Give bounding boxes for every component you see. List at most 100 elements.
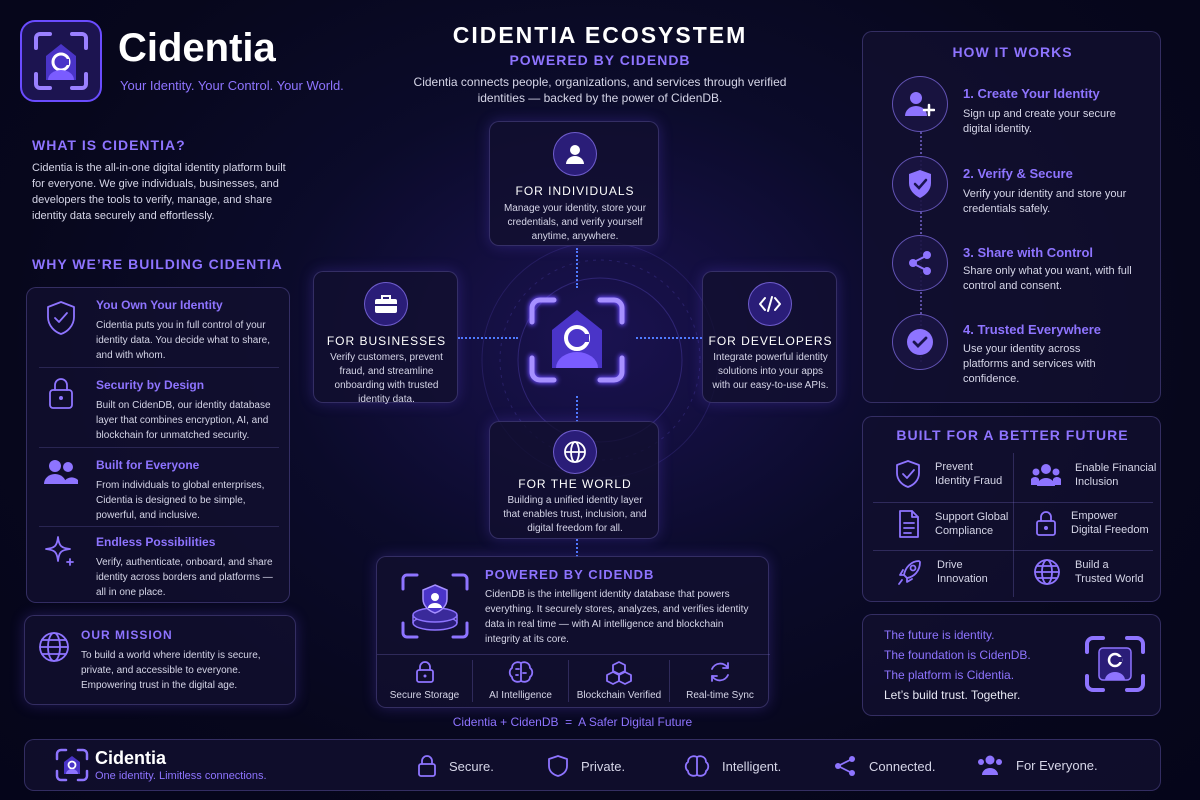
why-item-text: From individuals to global enterprises, …	[96, 480, 265, 521]
future-title: BUILT FOR A BETTER FUTURE	[896, 427, 1129, 443]
divider	[39, 447, 279, 448]
shield-check-icon	[45, 300, 77, 336]
businesses-title: FOR BUSINESSES	[326, 334, 447, 348]
world-card: FOR THE WORLD Building a unified identit…	[489, 421, 659, 539]
feature-secure-storage: Secure Storage	[377, 660, 472, 701]
feature-blockchain-verified: Blockchain Verified	[569, 660, 669, 701]
why-item-title: You Own Your Identity	[96, 298, 223, 312]
individuals-text: Manage your identity, store your credent…	[503, 203, 647, 242]
divider	[873, 550, 1153, 551]
shield-check-icon	[892, 156, 948, 212]
share-icon	[833, 754, 857, 778]
step-text: Verify your identity and store your cred…	[963, 188, 1127, 215]
connector-bottom	[576, 396, 578, 422]
developers-text: Integrate powerful identity solutions in…	[712, 352, 829, 391]
closing-line2: The foundation is CidenDB.	[884, 648, 1031, 662]
feature-realtime-sync: Real-time Sync	[670, 660, 770, 701]
footer-item-intelligent: Intelligent.	[684, 754, 781, 778]
divider	[39, 526, 279, 527]
why-card: You Own Your Identity Cidentia puts you …	[26, 287, 290, 603]
future-line1: Prevent	[935, 461, 973, 473]
lock-icon	[1035, 509, 1057, 537]
globe-icon	[37, 630, 71, 664]
brand-tagline: Your Identity. Your Control. Your World.	[120, 78, 344, 93]
document-icon	[897, 509, 921, 539]
cidentia-hub-icon	[528, 296, 626, 384]
brain-icon	[473, 660, 568, 686]
lock-icon	[377, 660, 472, 686]
connector-top	[576, 248, 578, 288]
hub-logo	[522, 288, 632, 392]
step-title: 4. Trusted Everywhere	[963, 322, 1102, 337]
globe-icon	[1033, 558, 1061, 586]
connector-db	[576, 539, 578, 557]
step-text: Use your identity across platforms and s…	[963, 343, 1096, 385]
divider	[1013, 453, 1014, 597]
future-line1: Drive	[937, 559, 963, 571]
user-icon	[553, 132, 597, 176]
feature-label: Secure Storage	[389, 690, 460, 701]
future-line1: Support Global	[935, 511, 1009, 523]
cidentia-logo-icon	[20, 20, 102, 102]
mission-title: OUR MISSION	[81, 628, 173, 642]
closing-line4: Let’s build trust. Together.	[884, 688, 1021, 702]
footer-item-label: Private.	[581, 758, 626, 774]
connector-right	[636, 337, 702, 339]
feature-label: Real-time Sync	[686, 690, 754, 701]
closing-line3: The platform is Cidentia.	[884, 668, 1015, 682]
how-title: HOW IT WORKS	[952, 44, 1073, 60]
why-title: WHY WE’RE BUILDING CIDENTIA	[32, 256, 283, 272]
future-line2: Inclusion	[1075, 476, 1119, 488]
businesses-card: FOR BUSINESSES Verify customers, prevent…	[313, 271, 458, 405]
step-title: 1. Create Your Identity	[963, 86, 1100, 101]
divider	[873, 502, 1153, 503]
cidendb-equation: Cidentia + CidenDB = A Safer Digital Fut…	[452, 715, 693, 729]
divider	[568, 660, 569, 702]
why-item-title: Endless Possibilities	[96, 535, 216, 549]
developers-title: FOR DEVELOPERS	[708, 334, 833, 348]
mission-card: OUR MISSION To build a world where ident…	[24, 615, 296, 705]
briefcase-icon	[364, 282, 408, 326]
why-item-text: Verify, authenticate, onboard, and share…	[96, 557, 273, 598]
future-line1: Build a	[1075, 559, 1109, 571]
step-title: 3. Share with Control	[963, 245, 1094, 260]
footer-logo	[55, 748, 89, 782]
cidendb-text: CidenDB is the intelligent identity data…	[485, 589, 749, 645]
individuals-title: FOR INDIVIDUALS	[515, 184, 635, 198]
how-card: HOW IT WORKS 1. Create Your Identity Sig…	[862, 31, 1161, 403]
footer-item-label: Intelligent.	[722, 758, 782, 774]
footer-bar: Cidentia One identity. Limitless connect…	[24, 739, 1161, 791]
what-is-text: Cidentia is the all-in-one digital ident…	[32, 162, 286, 222]
businesses-text: Verify customers, prevent fraud, and str…	[330, 352, 443, 405]
cidendb-title: POWERED BY CIDENDB	[485, 567, 655, 582]
cubes-icon	[569, 660, 669, 686]
users-icon	[43, 458, 79, 486]
page-description: Cidentia connects people, organizations,…	[413, 75, 787, 105]
what-is-title: WHAT IS CIDENTIA?	[32, 137, 186, 153]
footer-item-connected: Connected.	[833, 754, 936, 778]
lock-icon	[47, 376, 75, 410]
future-line1: Enable Financial	[1075, 462, 1157, 474]
divider	[472, 660, 473, 702]
individuals-card: FOR INDIVIDUALS Manage your identity, st…	[489, 121, 659, 246]
lock-icon	[417, 754, 437, 778]
cidendb-card: POWERED BY CIDENDB CidenDB is the intell…	[376, 556, 770, 708]
footer-item-label: Connected.	[869, 758, 936, 774]
brand-logo	[18, 18, 104, 104]
connector-left	[458, 337, 518, 339]
divider	[377, 654, 770, 655]
brain-icon	[684, 754, 710, 778]
user-plus-icon	[892, 76, 948, 132]
developers-card: FOR DEVELOPERS Integrate powerful identi…	[702, 271, 837, 403]
footer-brand: Cidentia	[95, 748, 167, 768]
closing-logo	[1083, 632, 1147, 696]
footer-item-private: Private.	[547, 754, 625, 778]
page-title: CIDENTIA ECOSYSTEM	[452, 22, 748, 48]
code-icon	[748, 282, 792, 326]
footer-item-label: Secure.	[449, 758, 494, 774]
why-item-text: Built on CidenDB, our identity database …	[96, 400, 271, 441]
